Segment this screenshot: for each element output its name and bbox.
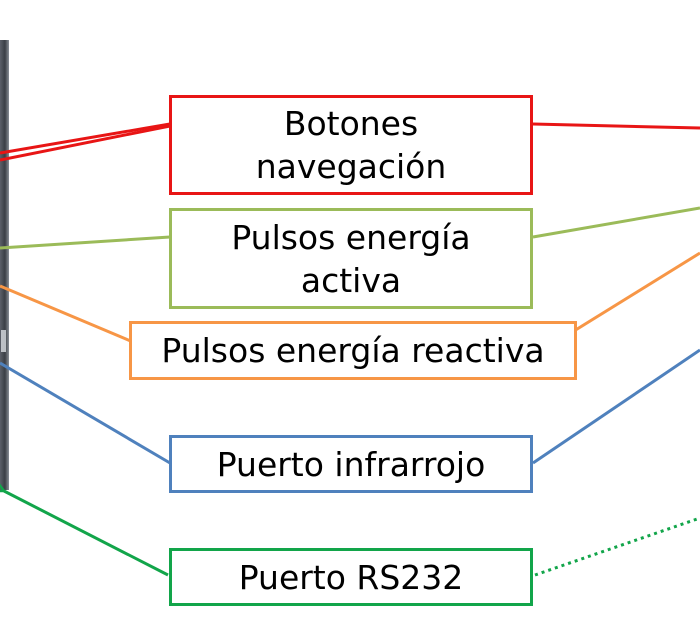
pulsos-activa-connector-left	[0, 235, 171, 250]
meter-device-highlight	[1, 330, 6, 352]
pulsos-activa-connector-right	[532, 206, 700, 239]
meter-device-edge	[0, 40, 9, 490]
botones-connector-right	[532, 122, 700, 130]
pulsos-energia-activa-box: Pulsos energía activa	[169, 208, 533, 309]
botones-navegacion-label-line1: Botones	[283, 104, 419, 143]
puerto-infrarrojo-connector-right	[532, 348, 700, 465]
pulsos-energia-activa-label-line1: Pulsos energía	[231, 217, 471, 257]
pulsos-energia-reactiva-box: Pulsos energía reactiva	[129, 321, 577, 380]
botones-navegacion-label-line2: navegación	[255, 147, 447, 186]
puerto-infrarrojo-box: Puerto infrarrojo	[169, 435, 533, 493]
pulsos-energia-reactiva-label: Pulsos energía reactiva	[161, 331, 545, 370]
pulsos-energia-activa-label-line2: activa	[300, 260, 402, 300]
puerto-rs232-connector-right	[534, 516, 700, 577]
botones-navegacion-box: Botones navegación	[169, 95, 533, 195]
botones-connector-left-a	[0, 122, 171, 155]
puerto-infrarrojo-connector-left	[0, 361, 171, 465]
pulsos-reactiva-connector-left	[0, 284, 153, 352]
botones-connector-left-b	[0, 124, 171, 162]
puerto-infrarrojo-label: Puerto infrarrojo	[216, 444, 486, 484]
puerto-rs232-connector-left	[4, 491, 169, 577]
puerto-rs232-label: Puerto RS232	[238, 557, 464, 597]
puerto-rs232-box: Puerto RS232	[169, 548, 533, 606]
